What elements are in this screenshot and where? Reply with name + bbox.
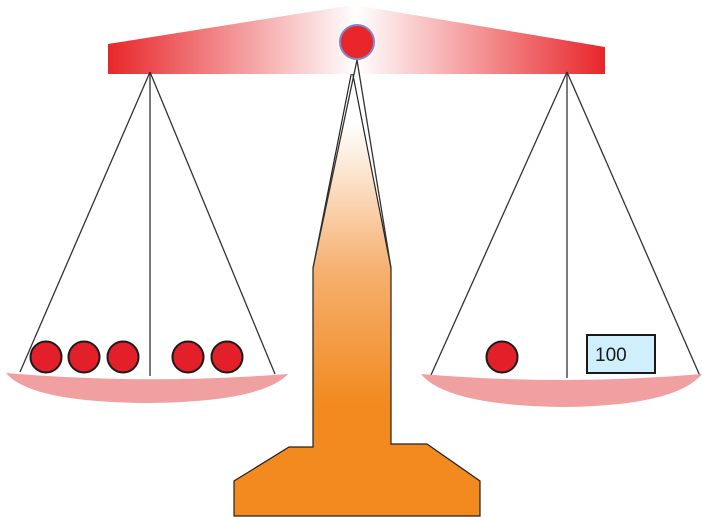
ball <box>67 340 101 374</box>
left-pan <box>6 373 288 403</box>
ball <box>106 340 140 374</box>
weight-label: 100 <box>595 345 627 366</box>
right-pan <box>421 374 702 407</box>
right-pan-strings <box>430 71 701 378</box>
stand-strings <box>312 59 392 269</box>
right-pan-balls <box>485 340 519 374</box>
ball <box>171 340 205 374</box>
left-pan-balls <box>29 340 244 374</box>
scale-stand <box>233 69 481 517</box>
ball <box>485 340 519 374</box>
pivot-knob <box>339 24 375 60</box>
ball <box>210 340 244 374</box>
ball <box>29 340 63 374</box>
left-pan-strings <box>19 71 276 376</box>
weight-box: 100 <box>586 334 656 374</box>
